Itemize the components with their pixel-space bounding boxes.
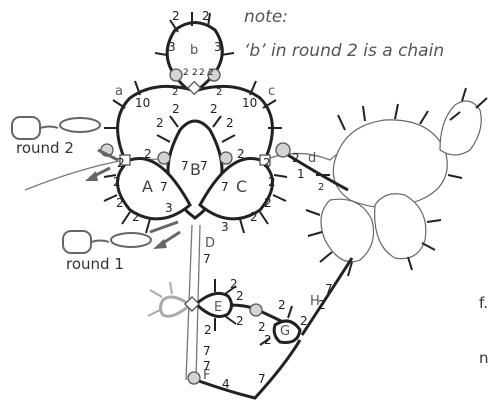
bead-join	[249, 303, 263, 317]
count: 7	[325, 282, 333, 296]
count: 2	[117, 156, 125, 170]
flower-decoration	[305, 87, 488, 277]
bead-join	[219, 151, 233, 165]
count: 7	[181, 159, 189, 173]
ring-label-C: C	[236, 177, 247, 196]
count: 2	[318, 182, 324, 193]
count: 7	[160, 180, 168, 194]
chain-label-F: F	[203, 368, 210, 383]
count: 2	[264, 196, 272, 210]
count: 2	[230, 277, 238, 291]
chain-label-a: a	[115, 84, 123, 99]
count: 2	[156, 116, 164, 130]
count: 2	[250, 210, 258, 224]
count: 2	[208, 68, 214, 78]
count: 2	[258, 320, 266, 334]
ring-label-G: G	[280, 324, 290, 339]
chain-label-H: H	[310, 294, 320, 309]
count: 7	[200, 159, 208, 173]
count: 2	[144, 147, 152, 161]
chain-F	[195, 339, 302, 400]
note-title: note:	[244, 7, 288, 27]
chain-a	[116, 84, 193, 161]
count: 2	[204, 323, 212, 337]
count: 2	[116, 196, 124, 210]
square-marker	[119, 154, 131, 166]
ring-A	[116, 157, 192, 221]
round2-arrow-in	[97, 148, 119, 162]
count: 2	[318, 298, 326, 312]
chain-label-D: D	[205, 236, 215, 251]
chain-label-b: b	[190, 43, 198, 58]
count: 7	[203, 359, 211, 373]
count: 2	[192, 68, 198, 78]
count: 2	[236, 289, 244, 303]
ring-G	[272, 319, 302, 344]
count: 2	[226, 116, 234, 130]
diamond-marker	[187, 80, 202, 96]
bead-join	[187, 371, 201, 385]
count: 3	[165, 201, 173, 215]
count: 2	[216, 87, 222, 98]
square-marker	[259, 154, 271, 166]
bead-join	[207, 68, 221, 82]
count: 3	[214, 40, 222, 54]
chain-label-c: c	[268, 84, 275, 99]
count: 10	[135, 96, 150, 110]
count: 2	[236, 314, 244, 328]
count: 2	[199, 68, 205, 78]
edge-text-2: n	[479, 349, 489, 367]
count: 1	[297, 167, 305, 181]
ring-label-E: E	[214, 300, 222, 315]
count: 2	[268, 175, 276, 189]
count: 2	[172, 87, 178, 98]
count: 3	[221, 220, 229, 234]
round1-label: round 1	[66, 255, 124, 273]
count: 2	[113, 175, 121, 189]
count: 7	[203, 344, 211, 358]
count: 2	[172, 102, 180, 116]
chain-d	[282, 150, 349, 192]
round1-arrowhead	[153, 239, 167, 249]
ring-label-B: B	[190, 160, 201, 179]
count: 2	[172, 9, 180, 23]
ring-label-A: A	[142, 177, 153, 196]
chain-label-d: d	[308, 151, 316, 166]
count: 4	[222, 377, 230, 391]
count: 2	[278, 298, 286, 312]
count: 2	[202, 9, 210, 23]
bead-join	[157, 151, 171, 165]
bead-join	[169, 68, 183, 82]
edge-text-1: f.	[479, 294, 488, 312]
chain-b	[165, 21, 224, 90]
round2-shuttle-icon	[11, 116, 101, 140]
count: 2	[263, 156, 271, 170]
ghost-ring	[159, 295, 191, 318]
bead-join	[275, 142, 291, 158]
count: 2	[183, 68, 189, 78]
count: 10	[242, 96, 257, 110]
round2-arrowhead	[85, 171, 98, 181]
diamond-marker	[184, 296, 200, 312]
count: 2	[237, 147, 245, 161]
count: 2	[210, 102, 218, 116]
round1-arrow-in	[149, 220, 179, 234]
count: 2	[132, 210, 140, 224]
round2-label: round 2	[16, 139, 74, 157]
count: 2	[300, 314, 308, 328]
round1-shuttle-icon	[62, 230, 152, 254]
chain-H	[300, 257, 354, 336]
note-text: ‘b’ in round 2 is a chain	[244, 41, 444, 61]
count: 7	[203, 252, 211, 266]
ring-C	[198, 157, 274, 221]
count: 2	[264, 333, 272, 347]
chain-c	[197, 84, 274, 161]
count: 3	[168, 40, 176, 54]
count: 7	[258, 372, 266, 386]
count: 7	[221, 180, 229, 194]
count: 2	[292, 151, 300, 165]
